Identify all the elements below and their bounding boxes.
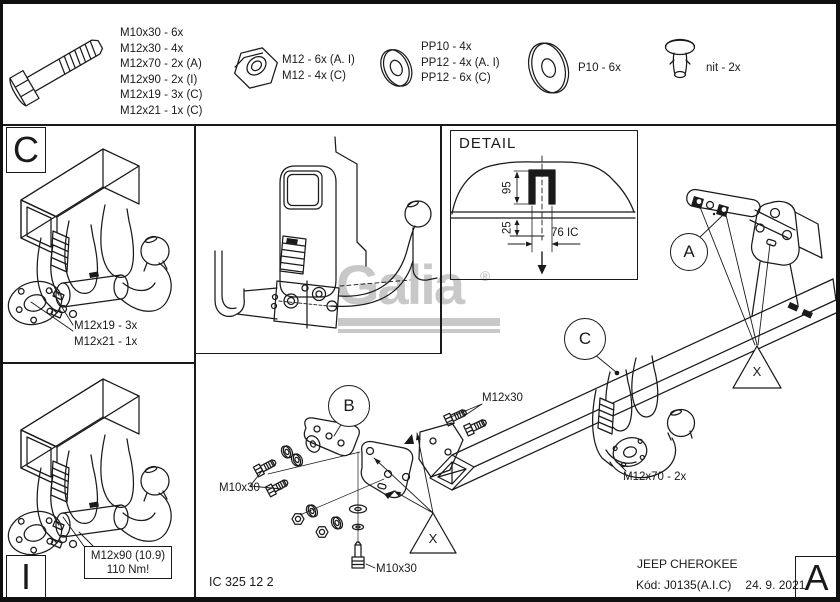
section-letter-c: C xyxy=(6,127,46,173)
drawing-number: IC 325 12 2 xyxy=(209,575,274,589)
drawing-code: Kód: J0135(A.I.C) xyxy=(636,578,732,592)
bolt-size-item: M10x30 - 6x xyxy=(120,27,184,39)
label-m10x30-bottom: M10x30 xyxy=(376,563,417,575)
label-m10x30-left: M10x30 xyxy=(219,482,260,494)
c-panel-bolt-line2: M12x21 - 1x xyxy=(74,335,138,348)
vehicle-panel-bottom-border xyxy=(195,352,441,354)
outer-border-right xyxy=(836,0,840,602)
hardware-band-divider xyxy=(3,124,836,126)
detail-dim-76: 76 IC xyxy=(551,227,579,239)
cross-beam xyxy=(429,278,837,491)
detail-box xyxy=(450,130,638,280)
callout-c-text: C xyxy=(578,329,592,348)
spring-washer-icon xyxy=(380,49,413,87)
towbar-assembly-i xyxy=(2,378,172,562)
ball-mount-right xyxy=(592,355,696,479)
logo-underline-thin xyxy=(338,329,500,333)
vehicle-panel-right-border xyxy=(440,125,442,354)
label-m12x30: M12x30 xyxy=(482,392,523,404)
detail-dim-95: 95 xyxy=(501,181,514,195)
section-letter-a-text: A xyxy=(804,556,829,598)
callout-circle-c: C xyxy=(564,318,606,360)
section-letter-c-text: C xyxy=(13,129,39,170)
section-letter-i-text: I xyxy=(20,555,31,597)
vehicle-name: JEEP CHEROKEE xyxy=(637,557,738,571)
bolt-size-item: M12x30 - 4x xyxy=(120,42,184,55)
torque-bolt-spec: M12x90 (10.9) xyxy=(90,549,166,562)
outer-border-left xyxy=(0,0,3,602)
weld-mark-center: X xyxy=(428,531,438,546)
callout-circle-a: A xyxy=(670,233,708,271)
spring-washer-item: PP10 - 4x xyxy=(421,41,472,53)
nut-size-item: M12 - 6x (A. I) xyxy=(282,54,355,66)
left-column-divider xyxy=(194,124,196,597)
flat-washer-icon xyxy=(527,42,570,94)
logo-underline-thick xyxy=(338,318,500,326)
drawing-date: 24. 9. 2021 xyxy=(745,578,806,592)
left-panels-divider xyxy=(3,362,195,364)
bolt-size-item: M12x70 - 2x (A) xyxy=(120,58,202,70)
nut-size-list: M12 - 6x (A. I) M12 - 4x (C) xyxy=(282,53,355,84)
registered-trademark-icon: ® xyxy=(480,268,491,284)
bolt-size-list: M10x30 - 6x M12x30 - 4x M12x70 - 2x (A) … xyxy=(120,26,202,119)
spring-washer-list: PP10 - 4x PP12 - 4x (A. I) PP12 - 6x (C) xyxy=(421,40,500,87)
towbar-assembly-c xyxy=(2,148,172,332)
callout-b-text: B xyxy=(343,396,355,415)
callout-a-text: A xyxy=(683,242,695,261)
weld-triangle-center xyxy=(409,512,457,554)
label-m12x70: M12x70 - 2x xyxy=(623,471,687,483)
weld-triangle-right xyxy=(732,345,782,389)
hex-bolt-icon xyxy=(9,39,104,107)
spring-washer-item: PP12 - 4x (A. I) xyxy=(421,56,500,69)
c-panel-bolt-label: M12x19 - 3x M12x21 - 1x xyxy=(74,319,137,350)
bolt-size-item: M12x90 - 2x (I) xyxy=(120,73,198,86)
weld-mark-right: X xyxy=(752,364,762,379)
bolt-size-item: M12x21 - 1x (C) xyxy=(120,104,203,117)
detail-title: DETAIL xyxy=(459,135,517,152)
c-panel-bolt-line1: M12x19 - 3x xyxy=(74,320,138,332)
nut-size-item: M12 - 4x (C) xyxy=(282,69,346,82)
flat-washer-label: P10 - 6x xyxy=(578,62,621,74)
detail-dim-25: 25 xyxy=(501,221,514,235)
vehicle-side-view xyxy=(214,136,438,329)
bracket-a xyxy=(686,188,823,317)
torque-value: 110 Nm! xyxy=(106,563,150,576)
torque-label-box: M12x90 (10.9) 110 Nm! xyxy=(84,546,172,579)
bolt-size-item: M12x19 - 3x (C) xyxy=(120,89,203,101)
outer-border-top xyxy=(0,0,840,4)
outer-border-bottom xyxy=(0,597,840,602)
hex-nut-icon xyxy=(234,47,278,89)
spring-washer-item: PP12 - 6x (C) xyxy=(421,72,491,84)
drawing-code-row: Kód: J0135(A.I.C) 24. 9. 2021 xyxy=(636,578,805,594)
rivet-label: nit - 2x xyxy=(706,62,741,74)
callout-circle-b: B xyxy=(328,385,370,427)
section-letter-i: I xyxy=(6,555,46,598)
rivet-icon xyxy=(664,38,696,79)
detail-cross-section xyxy=(450,155,636,275)
